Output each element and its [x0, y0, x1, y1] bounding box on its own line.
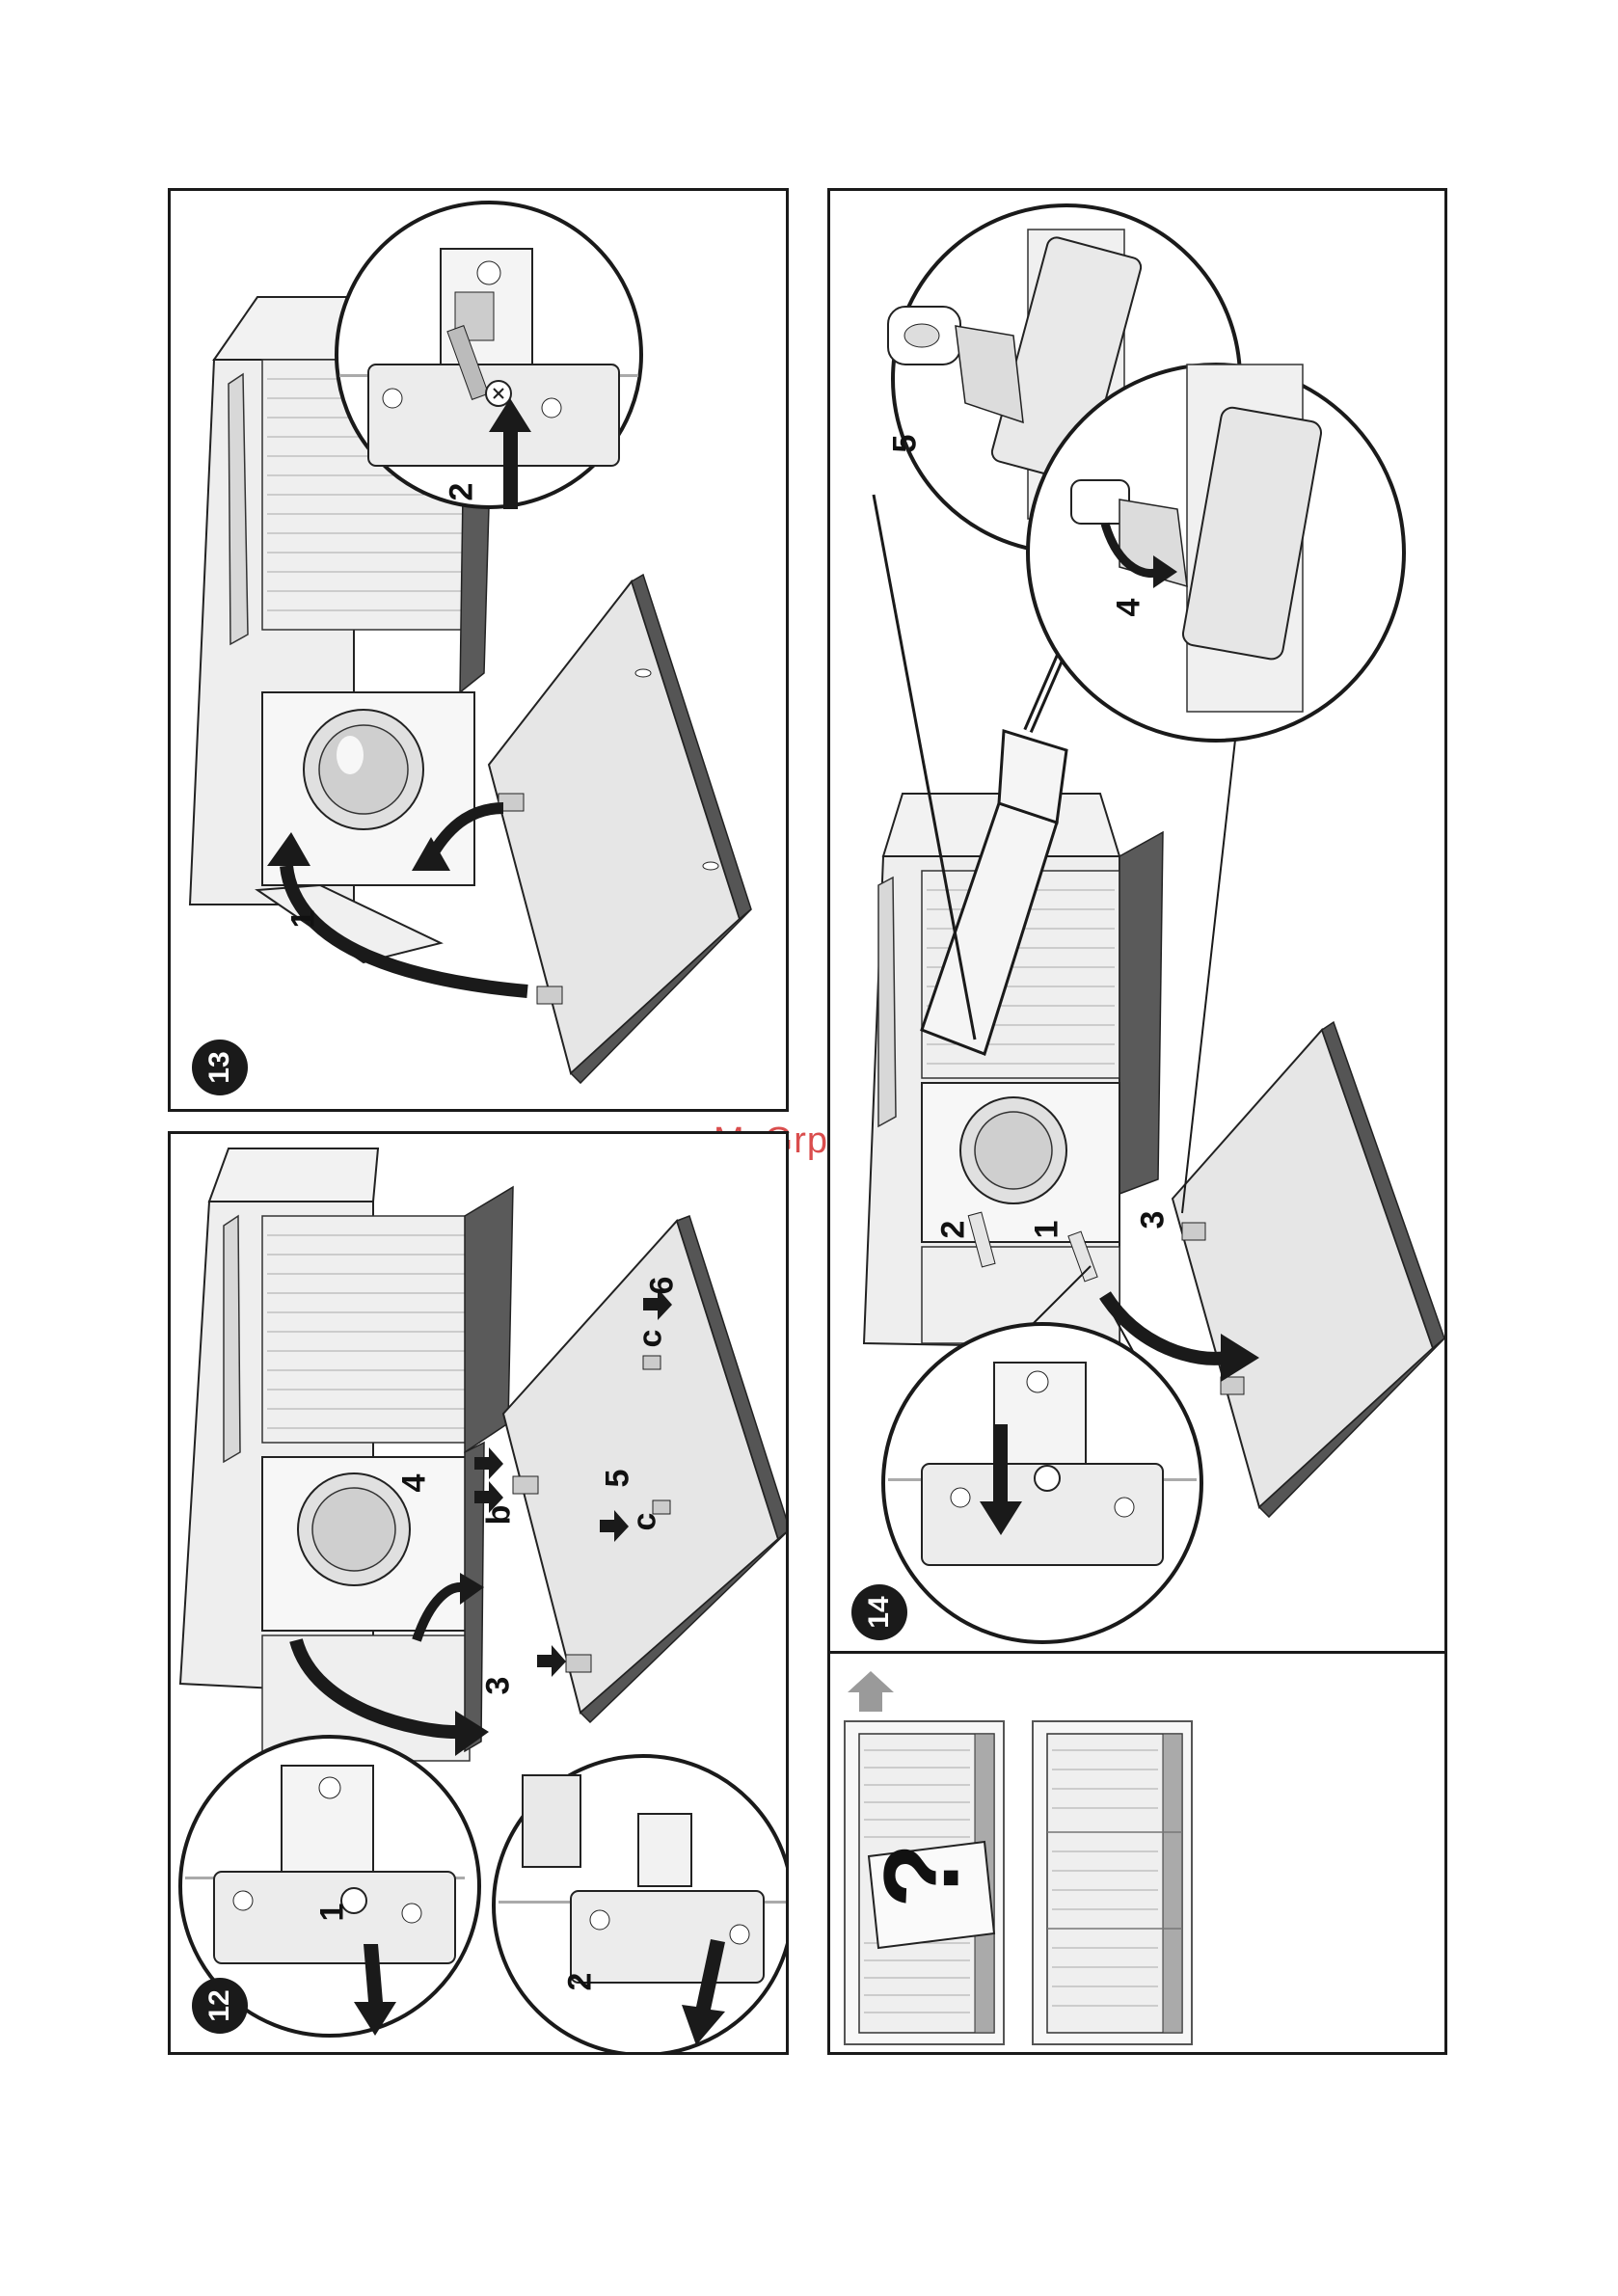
figure-14-panel: 14 1 2 3 4 5 — [827, 188, 1447, 1654]
figure-14-callout-4: 4 — [1112, 599, 1145, 617]
figure-12-callout-2: 2 — [563, 1973, 596, 1991]
figure-14-callout-3: 3 — [1136, 1211, 1169, 1229]
figure-14-callout-1: 1 — [1030, 1221, 1063, 1239]
figure-12-callout-1: 1 — [315, 1904, 348, 1922]
figure-14-callout-2: 2 — [936, 1221, 969, 1239]
figure-12-callout-c-lower: c — [628, 1513, 661, 1531]
figure-12-number: 12 — [192, 1978, 248, 2034]
figure-13-callout-2: 2 — [445, 483, 477, 501]
figure-12-callout-5: 5 — [601, 1470, 634, 1488]
figure-13-number: 13 — [192, 1040, 248, 1095]
figure-12-callout-6: 6 — [645, 1277, 678, 1295]
figure-14-illustration — [830, 191, 1447, 1654]
figure-12-panel: 12 1 2 3 4 5 6 b c c — [168, 1131, 789, 2055]
figure-14-number: 14 — [851, 1584, 907, 1640]
figure-12-callout-4: 4 — [397, 1474, 430, 1493]
figure-12-illustration — [171, 1134, 789, 2055]
figure-13-callout-1: 1 — [286, 910, 319, 929]
figure-15-panel: ? — [827, 1651, 1447, 2055]
figure-12-callout-b: b — [482, 1505, 515, 1526]
figure-14-callout-5: 5 — [888, 435, 921, 453]
figure-12-callout-c-upper: c — [634, 1330, 666, 1348]
figure-13-illustration — [171, 191, 789, 1112]
question-mark-glyph: ? — [870, 1843, 976, 1907]
figure-12-callout-3: 3 — [481, 1677, 514, 1695]
figure-13-panel: 13 1 2 — [168, 188, 789, 1112]
up-arrow-icon — [848, 1671, 894, 1712]
